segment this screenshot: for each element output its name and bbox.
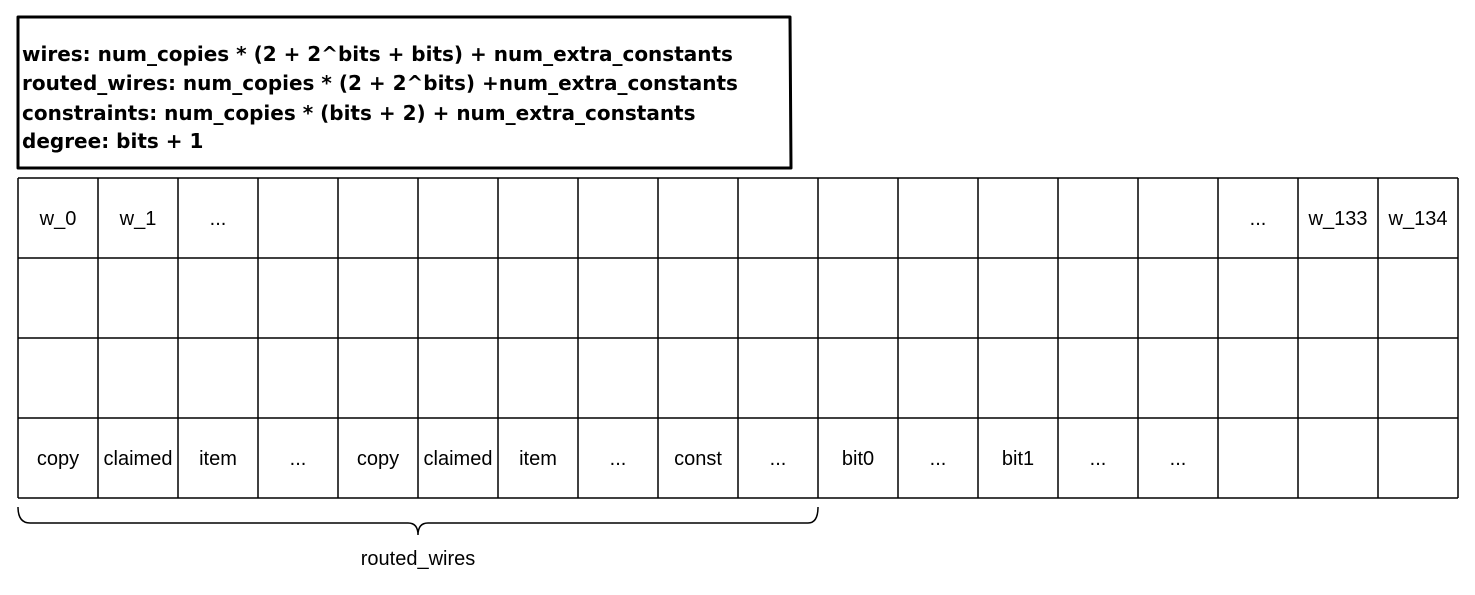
header-cell-label: w_133 [1308,208,1368,230]
wire-role-label: bit0 [842,448,874,470]
wire-role-label: ... [770,448,787,470]
wire-role-label: const [674,448,722,470]
wire-role-label: ... [610,448,627,470]
formula-line-routed-wires: routed_wires: num_copies * (2 + 2^bits) … [22,71,738,95]
wire-role-label: ... [1170,448,1187,470]
wire-role-label: bit1 [1002,448,1034,470]
formula-line-wires: wires: num_copies * (2 + 2^bits + bits) … [22,42,733,66]
wire-role-label: ... [1090,448,1107,470]
wire-role-label: claimed [104,448,173,470]
wire-role-label: item [199,448,237,470]
formula-line-constraints: constraints: num_copies * (bits + 2) + n… [22,101,696,125]
header-cell-label: w_1 [119,208,157,230]
wire-role-label: item [519,448,557,470]
formula-box-border [16,15,793,170]
formula-line-degree: degree: bits + 1 [22,129,203,153]
formula-box: wires: num_copies * (2 + 2^bits + bits) … [16,15,793,170]
header-cell-label: ... [1250,208,1267,230]
header-cell-label: ... [210,208,227,230]
header-cell-label: w_0 [39,208,77,230]
wire-role-label: ... [290,448,307,470]
routed-wires-brace: routed_wires [17,506,819,570]
brace-shape [17,506,819,536]
wire-role-label: copy [37,448,79,470]
wire-role-label: copy [357,448,399,470]
brace-label: routed_wires [361,548,476,570]
wire-role-label: claimed [424,448,493,470]
header-cell-label: w_134 [1388,208,1448,230]
wire-role-label: ... [930,448,947,470]
